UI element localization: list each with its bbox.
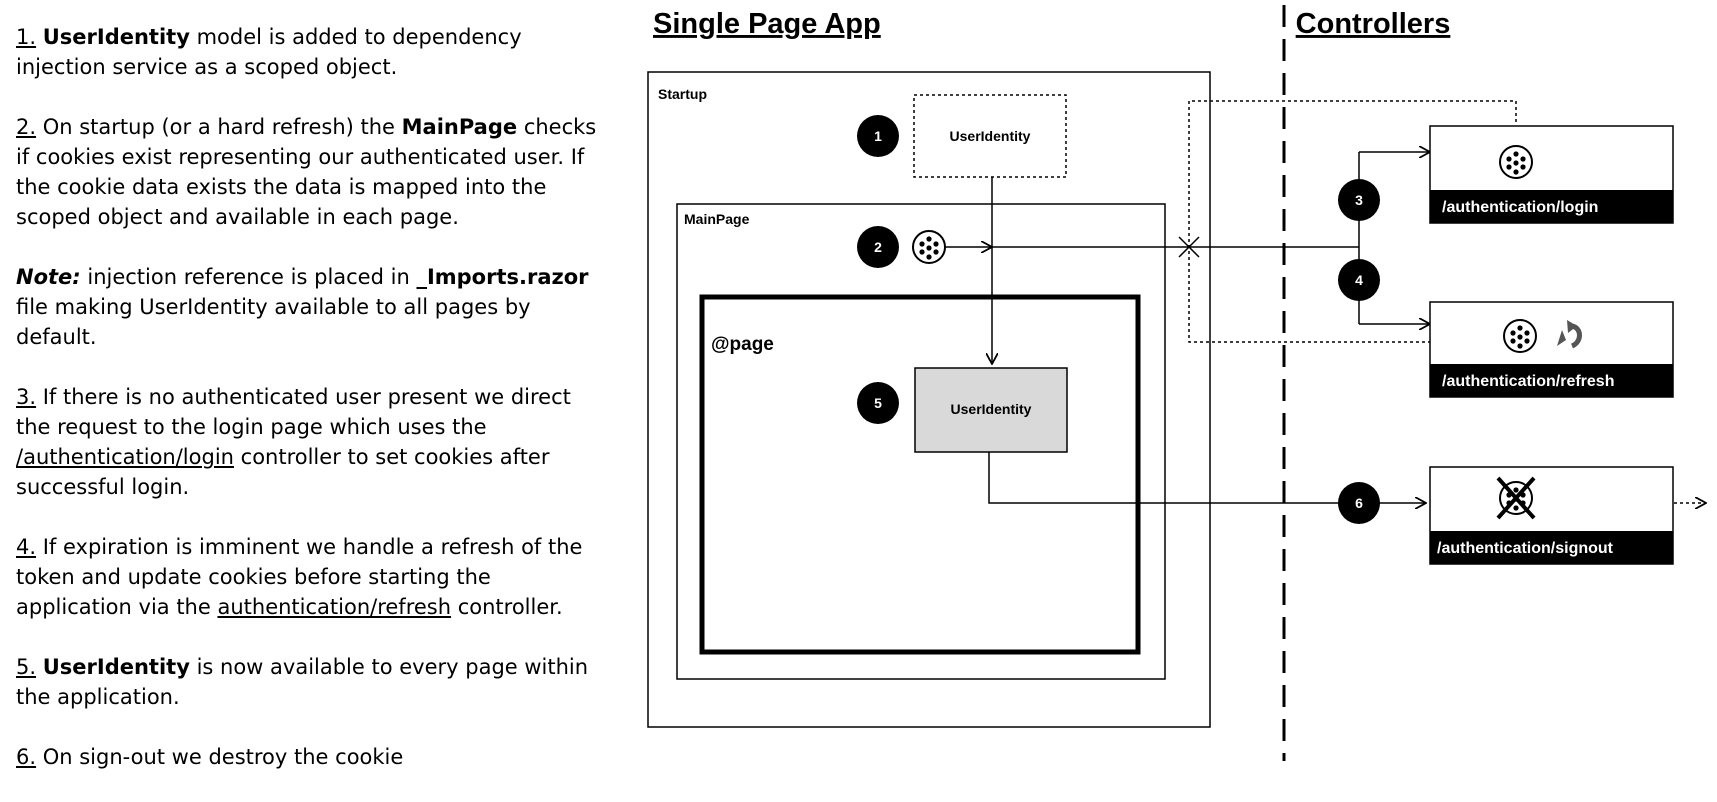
note-text: controller to set cookies after successf… bbox=[16, 445, 550, 499]
cookie-icon bbox=[912, 230, 946, 264]
signout-route-bar bbox=[1430, 531, 1673, 564]
spa-title: Single Page App bbox=[653, 8, 881, 40]
page-box bbox=[699, 294, 1141, 655]
mainpage-box bbox=[676, 203, 1166, 680]
step-4-marker: 4 bbox=[1338, 259, 1380, 301]
step-3-marker: 3 bbox=[1338, 179, 1380, 221]
step-1-marker: 1 bbox=[857, 115, 899, 157]
refresh-controller: /authentication/refresh bbox=[1429, 301, 1674, 398]
startup-label: Startup bbox=[658, 86, 707, 102]
login-route-bar bbox=[1430, 190, 1673, 223]
note-paragraph: 3. If there is no authenticated user pre… bbox=[16, 382, 606, 502]
note-text: If there is no authenticated user presen… bbox=[16, 385, 571, 439]
note-text: UserIdentity bbox=[42, 25, 190, 49]
note-text: controller. bbox=[451, 595, 563, 619]
login-controller: /authentication/login bbox=[1429, 125, 1674, 224]
note-text: Note: bbox=[16, 265, 81, 289]
page-label: @page bbox=[711, 334, 774, 355]
note-text: If expiration is imminent we handle a re… bbox=[16, 535, 583, 619]
note-paragraph: Note: injection reference is placed in _… bbox=[16, 262, 606, 352]
note-paragraph: 4. If expiration is imminent we handle a… bbox=[16, 532, 606, 622]
note-text: On startup (or a hard refresh) the bbox=[36, 115, 402, 139]
useridentity-registration-box bbox=[913, 94, 1067, 178]
note-text: is now available to every page within th… bbox=[16, 655, 589, 709]
note-text: file making UserIdentity available to al… bbox=[16, 295, 531, 349]
cookie-icon bbox=[1503, 319, 1537, 353]
note-text: MainPage bbox=[401, 115, 518, 139]
note-text: checks if cookies exist representing our… bbox=[16, 115, 597, 229]
cookie-return-path bbox=[1188, 100, 1517, 343]
startup-box bbox=[647, 71, 1211, 728]
note-paragraph: 1. UserIdentity model is added to depend… bbox=[16, 22, 606, 82]
note-number: 1. bbox=[16, 25, 37, 49]
architecture-diagram: Single Page App Controllers Startup Main… bbox=[647, 5, 1717, 761]
useridentity-instance-box bbox=[914, 367, 1068, 453]
step-2-marker: 2 bbox=[857, 226, 899, 268]
explanation-notes: 1. UserIdentity model is added to depend… bbox=[16, 22, 606, 802]
cookie-icon bbox=[1499, 145, 1533, 179]
note-number: 5. bbox=[16, 655, 37, 679]
refresh-route-label: /authentication/refresh bbox=[1442, 373, 1614, 390]
step-5-number: 5 bbox=[874, 395, 882, 411]
signout-controller: /authentication/signout bbox=[1429, 466, 1674, 565]
useridentity-instance-label: UserIdentity bbox=[951, 401, 1032, 417]
step-1-number: 1 bbox=[874, 128, 882, 144]
note-text: UserIdentity bbox=[42, 655, 190, 679]
note-paragraph: 5. UserIdentity is now available to ever… bbox=[16, 652, 606, 712]
refresh-route-bar bbox=[1430, 364, 1673, 397]
cookie-crossed-icon bbox=[1496, 476, 1536, 520]
note-paragraph: 2. On startup (or a hard refresh) the Ma… bbox=[16, 112, 606, 232]
signout-arrow bbox=[988, 452, 1426, 503]
refresh-arrow-icon bbox=[1557, 320, 1582, 349]
useridentity-registration-label: UserIdentity bbox=[950, 128, 1031, 144]
mainpage-label: MainPage bbox=[684, 211, 750, 227]
controllers-title: Controllers bbox=[1296, 8, 1451, 40]
note-text: _Imports.razor bbox=[416, 265, 589, 289]
login-route-label: /authentication/login bbox=[1442, 199, 1598, 216]
note-text: /authentication/login bbox=[16, 445, 234, 469]
note-text: authentication/refresh bbox=[217, 595, 452, 619]
note-number: 2. bbox=[16, 115, 37, 139]
note-text: model is added to dependency injection s… bbox=[16, 25, 522, 79]
step-6-marker: 6 bbox=[1338, 482, 1380, 524]
step-3-number: 3 bbox=[1355, 192, 1363, 208]
crossing-mark bbox=[1178, 236, 1200, 258]
step-4-number: 4 bbox=[1355, 272, 1363, 288]
note-number: 4. bbox=[16, 535, 37, 559]
step-6-number: 6 bbox=[1355, 495, 1363, 511]
note-text: injection reference is placed in bbox=[80, 265, 417, 289]
step-2-number: 2 bbox=[874, 239, 882, 255]
step-5-marker: 5 bbox=[857, 382, 899, 424]
note-number: 3. bbox=[16, 385, 37, 409]
signout-route-label: /authentication/signout bbox=[1437, 540, 1614, 557]
